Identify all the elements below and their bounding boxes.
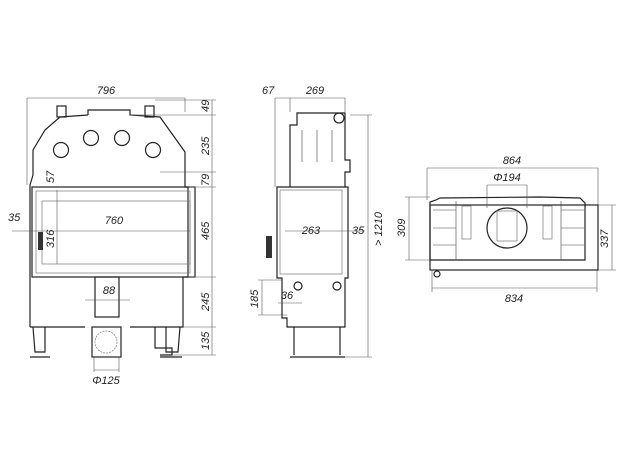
flue-circle (94, 330, 118, 354)
dim-air-inlet-height: 185 (249, 289, 261, 308)
front-legs (30, 326, 182, 358)
dim-inner-depth: 263 (301, 225, 321, 237)
top-view: 864 Φ194 834 309 337 (396, 155, 616, 305)
flue-outlet (91, 326, 122, 358)
side-view: 67 269 263 35 36 185 > 1210 (249, 85, 385, 358)
dim-side-depth: 269 (305, 85, 324, 97)
dim-air-inlet-width: 36 (281, 290, 294, 302)
dim-glass-height: 316 (45, 229, 57, 248)
dim-top-offset: 57 (45, 170, 57, 183)
top-handle-ring (433, 270, 441, 278)
door-handle (38, 232, 43, 250)
dim-glass-width: 760 (105, 215, 124, 227)
top-fins (433, 201, 584, 260)
dim-h-band: 79 (200, 174, 212, 186)
dim-h-hood: 235 (200, 136, 212, 156)
top-body-outline (429, 196, 586, 261)
side-air-inlet (332, 281, 342, 291)
side-body-outline (276, 112, 351, 328)
front-glass (35, 190, 191, 274)
front-lifting-lug-left (56, 105, 67, 118)
top-slot-right (542, 205, 553, 240)
side-glass (279, 189, 343, 275)
top-dim-lines (405, 167, 616, 292)
dim-front-width: 796 (97, 85, 116, 97)
dim-h-base: 245 (200, 292, 212, 312)
front-hood-opening (52, 141, 70, 159)
dim-min-height: > 1210 (373, 211, 385, 246)
front-glass-inner (41, 200, 191, 265)
dim-lines (12, 97, 216, 372)
front-hood-opening (144, 141, 162, 159)
side-door-handle (266, 236, 272, 258)
front-lifting-lug-right (144, 105, 155, 118)
dim-side-offset: 67 (262, 85, 275, 97)
dim-top-base-width: 834 (505, 293, 523, 305)
side-legs (290, 327, 345, 358)
side-fins (301, 130, 333, 162)
front-view: 796 760 35 88 Φ125 57 316 49 235 79 465 … (8, 85, 216, 387)
front-body-outline (29, 109, 189, 356)
dim-h-legs: 135 (200, 331, 212, 350)
side-flue-collar (333, 112, 345, 124)
dim-top-outer-width: 864 (503, 155, 521, 167)
front-hood-opening (113, 129, 131, 147)
side-air-inlet (293, 281, 303, 291)
dim-flue-diameter: Φ125 (92, 375, 120, 387)
dim-top-flue-diameter: Φ194 (493, 172, 521, 184)
top-flue-circle (486, 207, 528, 249)
dim-top-outer-depth: 337 (599, 229, 611, 248)
dim-side-gap: 35 (352, 225, 365, 237)
front-air-duct (94, 276, 120, 318)
dim-left-offset: 35 (8, 212, 21, 224)
top-slot-left (461, 205, 472, 240)
dim-top-depth: 309 (396, 219, 408, 237)
top-flue-damper (496, 210, 518, 242)
side-dim-lines (258, 97, 372, 358)
dim-flue-width: 88 (103, 285, 116, 297)
front-hood-opening (82, 129, 100, 147)
dim-h-top: 49 (200, 100, 212, 112)
dim-h-door: 465 (200, 221, 212, 240)
